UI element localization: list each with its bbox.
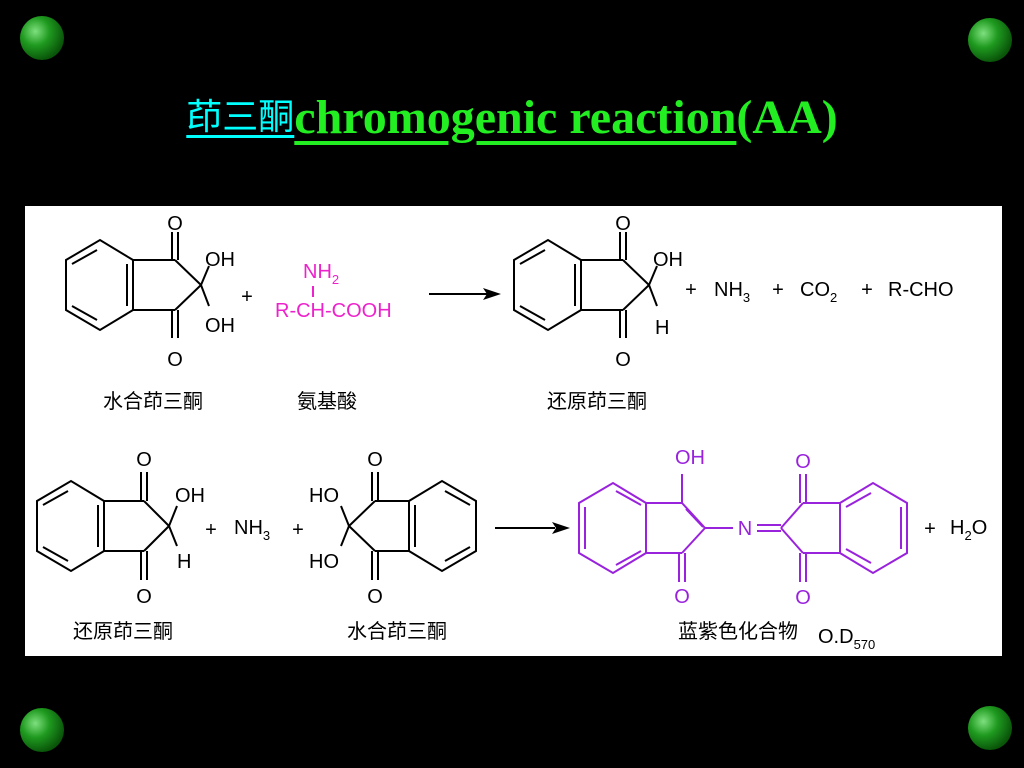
amino-acid-nh2: NH2	[303, 261, 339, 287]
r1-reactant-label: 水合茚三酮	[103, 389, 203, 413]
product-n: N	[738, 518, 752, 540]
r2-reactant2-label: 水合茚三酮	[347, 619, 447, 643]
amino-acid-label: 氨基酸	[297, 389, 357, 413]
r2-plus-3: +	[924, 518, 936, 540]
r1-product-h: H	[655, 317, 669, 339]
r2-reactant1-oh: OH	[175, 485, 205, 507]
r2-reactant2-ho-top: HO	[309, 485, 339, 507]
r1-ninhydrin-hydrate-structure	[65, 232, 210, 338]
product-o-right-bottom: O	[795, 587, 811, 609]
title-english: chromogenic reaction	[294, 91, 737, 144]
corner-decoration-bottom-right	[968, 706, 1012, 750]
optical-density-label: O.D570	[818, 626, 875, 652]
product-oh: OH	[675, 447, 705, 469]
r2-ninhydrin-hydrate-structure	[340, 472, 477, 580]
r2-reactant1-o-bottom: O	[136, 586, 152, 608]
r1-product-o-top: O	[615, 213, 631, 235]
product-o-right-top: O	[795, 451, 811, 473]
r1-reactant-oh-top: OH	[205, 249, 235, 271]
r1-plus-b: +	[772, 279, 784, 301]
r1-product-o-bottom: O	[615, 349, 631, 371]
r1-product-label: 还原茚三酮	[547, 389, 647, 413]
r2-reactant1-h: H	[177, 551, 191, 573]
r1-product-oh: OH	[653, 249, 683, 271]
ammonia-r1: NH3	[714, 279, 750, 305]
water: H2O	[950, 517, 987, 543]
ruhemanns-purple-structure	[578, 474, 908, 582]
title-chinese: 茚三酮	[186, 97, 295, 138]
r2-plus-2: +	[292, 519, 304, 541]
r2-plus-1: +	[205, 519, 217, 541]
aldehyde-rcho: R-CHO	[888, 279, 954, 301]
r2-reactant1-label: 还原茚三酮	[73, 619, 173, 643]
corner-decoration-top-right	[968, 18, 1012, 62]
reaction-diagram-panel: O O OH OH 水合茚三酮 + NH2 R-CH-COOH 氨基酸 O O …	[25, 206, 1002, 656]
r1-plus-c: +	[861, 279, 873, 301]
slide-title: 茚三酮chromogenic reaction(AA)	[0, 88, 1024, 148]
product-label: 蓝紫色化合物	[678, 619, 798, 643]
r2-reduced-ninhydrin-structure	[36, 472, 178, 580]
carbon-dioxide: CO2	[800, 279, 837, 305]
reaction-diagram: O O OH OH 水合茚三酮 + NH2 R-CH-COOH 氨基酸 O O …	[36, 213, 987, 652]
r2-reactant2-ho-bottom: HO	[309, 551, 339, 573]
product-o-left: O	[674, 586, 690, 608]
r2-reactant2-o-bottom: O	[367, 586, 383, 608]
r2-reaction-arrow	[495, 522, 570, 534]
r2-reactant1-o-top: O	[136, 449, 152, 471]
r2-reactant2-o-top: O	[367, 449, 383, 471]
r1-plus-a: +	[685, 279, 697, 301]
amino-acid-chain: R-CH-COOH	[275, 300, 392, 322]
r1-reduced-ninhydrin-structure	[513, 232, 658, 338]
corner-decoration-top-left	[20, 16, 64, 60]
r1-reactant-o-top: O	[167, 213, 183, 235]
amino-acid-structure: NH2 R-CH-COOH	[275, 261, 392, 322]
corner-decoration-bottom-left	[20, 708, 64, 752]
r1-reactant-o-bottom: O	[167, 349, 183, 371]
r1-reaction-arrow	[429, 288, 501, 300]
ammonia-r2: NH3	[234, 517, 270, 543]
r1-plus-1: +	[241, 286, 253, 308]
r1-reactant-oh-bottom: OH	[205, 315, 235, 337]
title-suffix: (AA)	[736, 91, 838, 144]
